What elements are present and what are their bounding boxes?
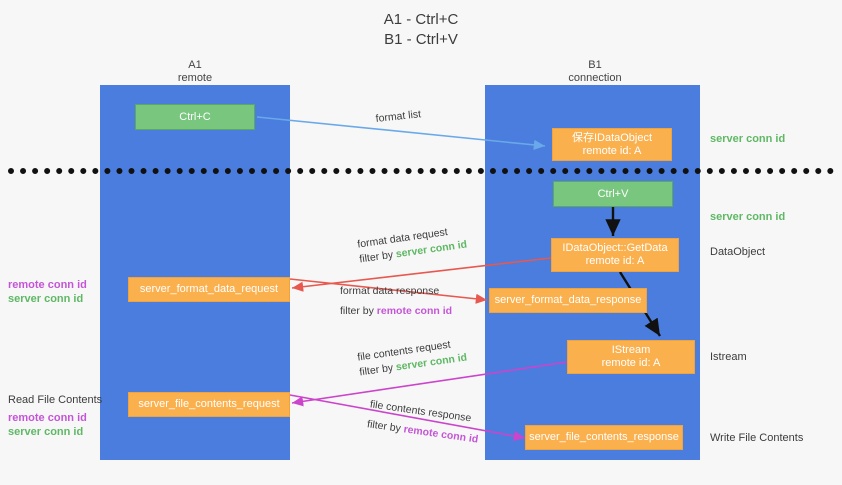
edge-label-format-data-response-filter: filter by remote conn id xyxy=(340,304,452,319)
arrow-format-data-request xyxy=(291,257,552,292)
left-label-read-file-contents: Read File Contents xyxy=(8,394,103,406)
filter-prefix-2: filter by xyxy=(340,305,377,317)
node-server-file-contents-response-label: server_file_contents_response xyxy=(529,431,679,443)
node-server-format-data-request[interactable]: server_format_data_request xyxy=(128,277,290,302)
node-server-file-contents-response[interactable]: server_file_contents_response xyxy=(525,425,683,450)
node-server-format-data-response[interactable]: server_format_data_response xyxy=(489,288,647,313)
node-istream[interactable]: IStream remote id: A xyxy=(567,340,695,374)
node-save-idataobject-line2: remote id: A xyxy=(582,144,642,157)
arrow-format-data-response xyxy=(289,278,488,304)
right-label-dataobject: DataObject xyxy=(710,246,766,258)
left-label-server-conn-id-2: server conn id xyxy=(8,426,84,438)
node-istream-line2: remote id: A xyxy=(601,357,661,369)
node-ctrl-c-label: Ctrl+C xyxy=(179,110,211,123)
right-label-server-conn-id-1: server conn id xyxy=(710,133,786,145)
filter-key-2: remote conn id xyxy=(376,305,453,317)
title-line-2: B1 - Ctrl+V xyxy=(384,31,458,48)
lane-header-b1: B1 connection xyxy=(530,59,660,85)
node-ctrl-v-label: Ctrl+V xyxy=(597,187,629,200)
node-server-file-contents-request[interactable]: server_file_contents_request xyxy=(128,392,290,417)
right-label-server-conn-id-2: server conn id xyxy=(710,211,786,223)
left-label-remote-conn-id-2: remote conn id xyxy=(8,412,87,424)
arrow-format-list xyxy=(256,116,546,150)
node-server-format-data-response-label: server_format_data_response xyxy=(494,294,642,306)
edge-label-format-data-response: format data response filter by remote co… xyxy=(340,284,452,319)
filter-prefix-1: filter by xyxy=(358,248,397,266)
right-label-write-file-contents: Write File Contents xyxy=(710,432,804,444)
node-ctrl-v[interactable]: Ctrl+V xyxy=(553,181,673,207)
node-getdata[interactable]: IDataObject::GetData remote id: A xyxy=(551,238,679,272)
left-label-group-format: remote conn id server conn id xyxy=(8,278,87,306)
title-line-1: A1 - Ctrl+C xyxy=(383,11,459,28)
node-server-format-data-request-label: server_format_data_request xyxy=(139,283,279,295)
node-istream-line1: IStream xyxy=(611,344,651,356)
left-label-remote-conn-id-1: remote conn id xyxy=(8,279,87,291)
right-label-istream: Istream xyxy=(710,351,747,363)
left-label-group-file: remote conn id server conn id xyxy=(8,411,87,439)
phase-separator xyxy=(8,168,834,174)
node-getdata-line1: IDataObject::GetData xyxy=(562,242,668,254)
arrow-file-contents-response xyxy=(289,394,526,442)
arrow-file-contents-request xyxy=(291,361,568,407)
edge-label-format-data-response-title: format data response xyxy=(340,285,440,297)
left-label-server-conn-id-1: server conn id xyxy=(8,293,84,305)
lane-a1-sub: remote xyxy=(177,72,213,84)
lane-b1-sub: connection xyxy=(568,72,622,84)
node-save-idataobject-line1: 保存IDataObject xyxy=(571,131,653,144)
diagram-title: A1 - Ctrl+C B1 - Ctrl+V xyxy=(0,10,842,50)
lane-b1-name: B1 xyxy=(588,59,602,71)
node-getdata-line2: remote id: A xyxy=(585,255,645,267)
node-save-idataobject[interactable]: 保存IDataObject remote id: A xyxy=(552,128,672,161)
node-ctrl-c[interactable]: Ctrl+C xyxy=(135,104,255,130)
lane-header-a1: A1 remote xyxy=(130,59,260,85)
filter-prefix-4: filter by xyxy=(366,418,405,436)
filter-prefix-3: filter by xyxy=(358,361,397,379)
lane-a1-name: A1 xyxy=(188,59,202,71)
node-server-file-contents-request-label: server_file_contents_request xyxy=(138,398,280,410)
